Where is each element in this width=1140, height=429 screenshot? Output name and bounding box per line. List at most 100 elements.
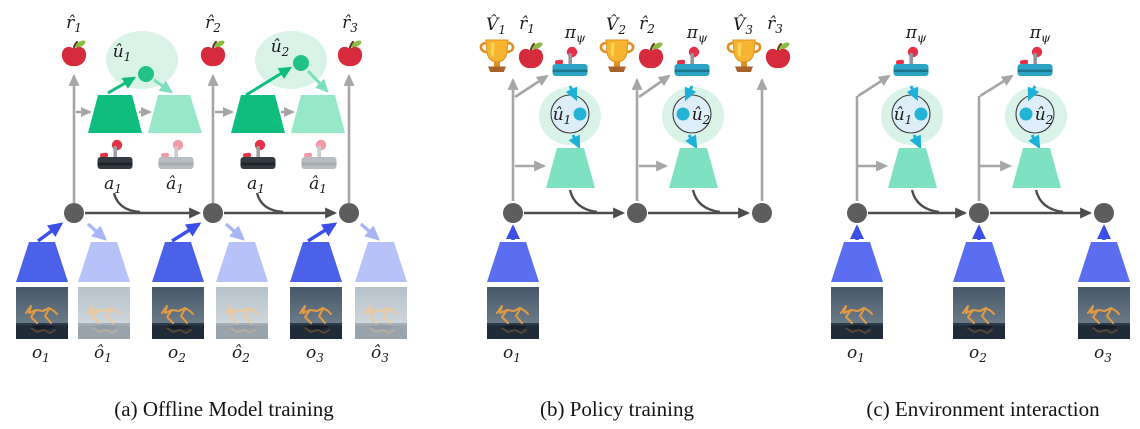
dynamics-trapezoid-predicted (148, 95, 202, 133)
obs-label-sub: 2 (177, 351, 186, 365)
robot-observation-image (150, 285, 206, 341)
robot-observation-image (1076, 285, 1132, 341)
obs-label: ô3 (371, 343, 389, 365)
state-node (969, 203, 989, 223)
reward-label-main: r̂ (639, 14, 648, 34)
model-merge-curve (568, 189, 598, 214)
latent-dot (914, 107, 928, 121)
policy-input-arrow (638, 74, 671, 99)
latent-label-sub: 2 (281, 45, 290, 59)
obs-label: o1 (32, 343, 50, 365)
encode-arrow (307, 222, 338, 243)
action-to-model-arrow (909, 134, 922, 150)
policy-label-sub: ψ (1041, 31, 1051, 45)
dynamics-trapezoid (1012, 148, 1061, 188)
action-label-main: a (104, 174, 114, 194)
reward-label-main: r̂ (342, 13, 351, 33)
reward-label-sub: 1 (527, 22, 535, 36)
state-node (752, 203, 772, 223)
policy-label: πψ (905, 23, 927, 45)
obs-label-main: o (168, 343, 178, 363)
value-label: V̂3 (733, 15, 753, 37)
action-to-model-arrow (1028, 134, 1041, 150)
policy-action-arrow (565, 85, 578, 102)
policy-label: πψ (1029, 23, 1051, 45)
policy-input-arrow (514, 74, 549, 99)
policy-label-sub: ψ (698, 31, 708, 45)
action-label: a1 (104, 174, 122, 196)
obs-label-main: o (32, 343, 42, 363)
panel-b: V̂1 V̂2 V̂3 r̂1 r̂2 r̂3 πψ πψ û1 û2 (479, 14, 792, 365)
policy-label-sub: ψ (576, 31, 586, 45)
value-label-main: V̂ (486, 15, 500, 35)
caption-c: (c) Environment interaction (866, 397, 1100, 421)
model-merge-curve (1034, 189, 1064, 214)
encoder-trapezoid (16, 242, 68, 282)
reward-label-sub: 3 (350, 21, 358, 35)
latent-label-sub: 2 (1045, 113, 1054, 127)
latent-label-sub: 1 (564, 113, 572, 127)
state-node (847, 203, 867, 223)
latent-dot (138, 66, 154, 82)
action-label: â1 (309, 174, 327, 196)
value-label-main: V̂ (733, 15, 747, 35)
latent-label-main: û (271, 37, 282, 57)
decode-arrow (86, 222, 108, 241)
state-node (339, 203, 359, 223)
policy-label: πψ (686, 23, 708, 45)
state-node (503, 203, 523, 223)
latent-label-sub: 1 (124, 50, 132, 64)
state-node (627, 203, 647, 223)
dynamics-trapezoid (546, 148, 595, 188)
dynamics-trapezoid-predicted (291, 95, 345, 133)
panel-c: πψ πψ û1 û2 o1 o2 o3 (829, 23, 1132, 365)
reward-label: r̂2 (205, 13, 221, 35)
reward-label: r̂2 (639, 14, 655, 36)
obs-label-sub: 1 (513, 351, 521, 365)
policy-label: πψ (564, 23, 586, 45)
latent-ellipse (255, 31, 327, 89)
reward-label-main: r̂ (66, 13, 75, 33)
obs-label-main: o (503, 343, 513, 363)
latent-label: û2 (271, 37, 290, 59)
action-label-sub: 1 (176, 182, 184, 196)
policy-label-sub: ψ (917, 31, 927, 45)
action-to-model-arrow (568, 134, 581, 150)
latent-label-main: û (692, 105, 703, 125)
decoder-trapezoid (355, 242, 407, 282)
robot-reconstruction-image (353, 285, 409, 341)
state-node (64, 203, 84, 223)
obs-label-sub: 3 (1104, 351, 1112, 365)
obs-label-sub: 2 (241, 351, 250, 365)
latent-label-sub: 1 (905, 113, 913, 127)
latent-ellipse (106, 31, 178, 89)
latent-label: û2 (692, 105, 711, 127)
encoder-trapezoid (1078, 242, 1130, 282)
obs-label: o2 (969, 343, 987, 365)
value-label-sub: 1 (498, 23, 506, 37)
robot-observation-image (485, 285, 541, 341)
latent-label-main: û (894, 105, 905, 125)
obs-label-main: o (847, 343, 857, 363)
action-label-main: â (309, 174, 319, 194)
latent-label-main: û (553, 105, 564, 125)
action-merge-curve (255, 192, 284, 214)
encoder-trapezoid (152, 242, 204, 282)
caption-a: (a) Offline Model training (114, 397, 334, 421)
value-label: V̂1 (486, 15, 506, 37)
obs-label-sub: 1 (104, 351, 112, 365)
obs-label: ô1 (94, 343, 112, 365)
obs-label: o3 (306, 343, 324, 365)
obs-label-sub: 2 (978, 351, 987, 365)
dynamics-trapezoid (888, 148, 937, 188)
action-label-main: a (247, 174, 257, 194)
obs-label-sub: 1 (857, 351, 865, 365)
policy-input-arrow (857, 74, 891, 98)
encode-arrow (171, 222, 202, 243)
obs-label-main: ô (371, 343, 381, 363)
latent-label: û1 (894, 105, 913, 127)
latent-label-main: û (113, 42, 124, 62)
action-to-model-arrow (685, 134, 698, 150)
